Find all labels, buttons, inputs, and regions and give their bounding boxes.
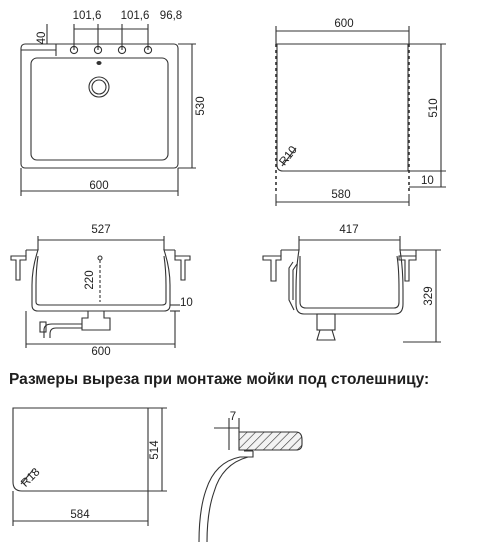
right-clamp [174, 255, 191, 281]
overhang-labels: 7 [230, 411, 236, 423]
overhang-detail [198, 418, 303, 543]
undermount-cutout [12, 407, 167, 526]
dim-tap-pitch-2: 101,6 [121, 10, 150, 22]
drain-pipe [43, 323, 82, 338]
sink-section-inner [35, 255, 167, 306]
cutout-outline [276, 43, 409, 172]
side-bowl-inner [299, 255, 400, 309]
dim-drain-offset: 220 [84, 270, 96, 289]
dim-cutout-radius: R10 [277, 144, 299, 168]
overflow-marker [97, 255, 103, 261]
undermount-heading: Размеры выреза при монтаже мойки под сто… [9, 371, 430, 388]
dim-undermount-radius: R18 [19, 466, 42, 489]
side-section [262, 236, 441, 343]
dim-cutout-height: 510 [428, 98, 440, 117]
left-clamp [10, 255, 27, 281]
side-left-clamp [262, 255, 282, 282]
undermount-labels: R18 514 584 [19, 440, 161, 521]
drain-outer [88, 76, 110, 98]
dim-tap-offset: 40 [36, 32, 48, 45]
dim-bowl-width: 527 [91, 224, 110, 236]
dim-undermount-width: 584 [70, 509, 90, 521]
dim-sink-width: 600 [89, 180, 108, 192]
dim-overall-width: 600 [91, 346, 110, 358]
cutout-labels: 600 510 R10 580 10 [277, 18, 440, 201]
bowl-outline [30, 57, 169, 161]
sink-outline [20, 43, 179, 169]
dim-bowl-depth-width: 417 [339, 224, 358, 236]
overflow-channel [288, 261, 298, 311]
dim-overhang: 7 [230, 411, 236, 423]
dim-cutout-rim: 10 [421, 175, 434, 187]
drain-trap [81, 311, 111, 331]
top-view-labels: 40 101,6 101,6 96,8 530 600 [36, 10, 207, 192]
drain-nut [39, 321, 47, 333]
side-drain-outlet [316, 329, 336, 341]
front-section [10, 236, 191, 348]
dim-sink-height: 530 [195, 96, 207, 115]
top-view [20, 24, 196, 196]
undermount-outline [12, 407, 149, 492]
side-bowl-outer [281, 249, 416, 315]
countertop-hatched [238, 431, 303, 451]
side-drain-body [316, 313, 336, 331]
cutout-view [275, 26, 446, 206]
drain-inner [91, 79, 107, 95]
dim-cutout-width-bottom: 580 [331, 189, 350, 201]
dim-side-height: 329 [423, 286, 435, 305]
sink-rim-profile [198, 450, 254, 543]
dim-undermount-height: 514 [149, 440, 161, 460]
dim-tap-pitch-1: 101,6 [73, 10, 102, 22]
sink-section-outer [26, 249, 175, 312]
overflow-hole [96, 61, 102, 65]
front-section-labels: 527 220 10 600 [84, 224, 193, 358]
dim-tap-pitch-3: 96,8 [160, 10, 182, 22]
side-section-labels: 417 329 [339, 224, 435, 306]
dim-cutout-width-top: 600 [334, 18, 353, 30]
dim-front-rim: 10 [180, 297, 193, 309]
